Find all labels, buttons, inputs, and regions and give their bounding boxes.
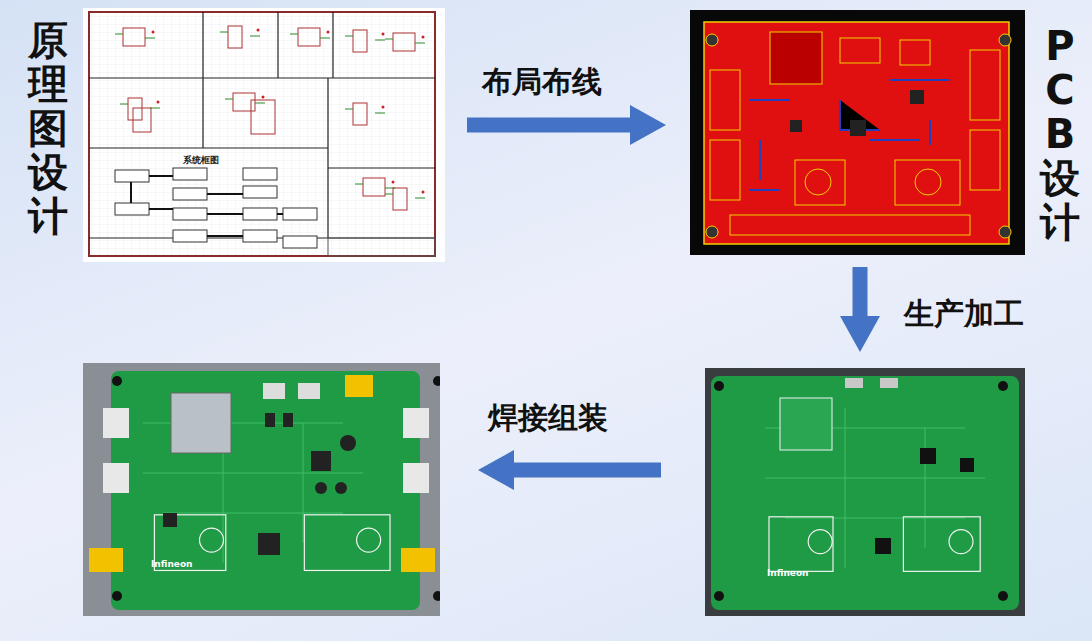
process-arrow	[478, 450, 661, 490]
image-panel: Infineon	[705, 368, 1025, 616]
step-label: 布局布线	[482, 62, 602, 103]
block-title: 系统框图	[183, 154, 219, 167]
image-panel: PCB设计	[690, 10, 1025, 255]
board-illustration	[83, 8, 445, 262]
image-panel: Infineon	[83, 363, 440, 616]
process-arrow	[467, 105, 666, 145]
vertical-heading: 原理图设计	[28, 18, 68, 238]
process-arrow	[840, 267, 880, 352]
step-label: 生产加工	[904, 294, 1024, 335]
image-panel: 原理图设计系统框图	[83, 8, 445, 262]
vertical-heading: PCB设计	[1040, 24, 1080, 244]
board-illustration	[83, 363, 440, 616]
silkscreen-logo: Infineon	[151, 559, 193, 569]
silkscreen-logo: Infineon	[767, 568, 809, 578]
board-illustration	[705, 368, 1025, 616]
step-label: 焊接组装	[488, 398, 608, 439]
board-illustration	[690, 10, 1025, 255]
